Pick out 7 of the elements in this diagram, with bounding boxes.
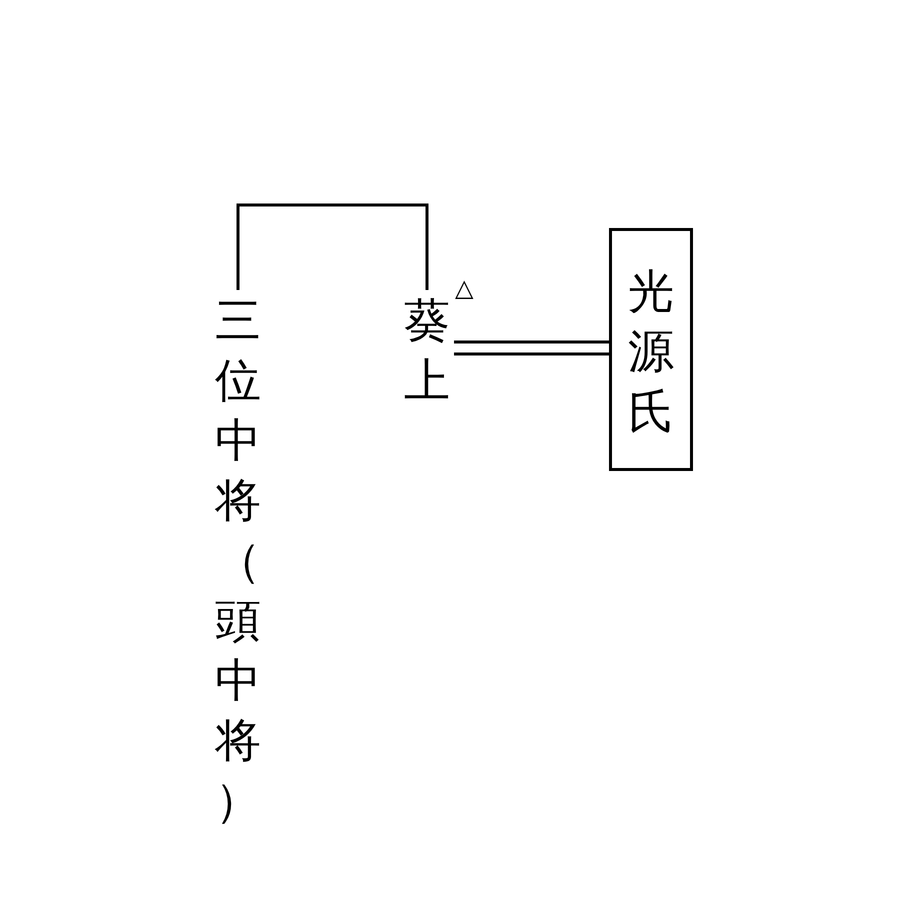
name-box — [609, 228, 693, 471]
status-mark: △ — [455, 276, 474, 300]
person-name: 葵上 — [403, 292, 451, 409]
marriage-line — [452, 340, 610, 356]
person-name: 光源氏 — [627, 263, 675, 440]
sibling-bracket — [236, 204, 428, 290]
person-name: 三位中将（頭中将） — [214, 292, 262, 829]
